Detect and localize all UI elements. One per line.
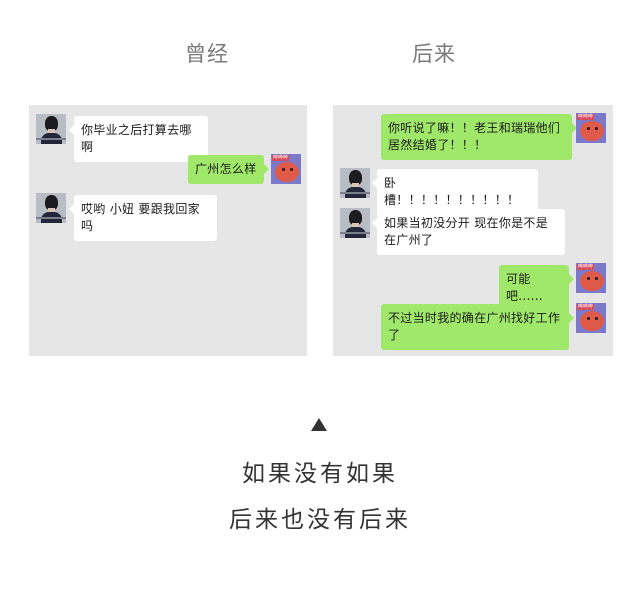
right-column-title: 后来 <box>412 42 456 66</box>
self-avatar[interactable]: 哔哔哔 <box>576 263 606 293</box>
contact-avatar[interactable] <box>340 168 370 198</box>
outgoing-message: 广州怎么样 <box>188 155 269 184</box>
right-chat-panel: 你听说了嘛！！老王和瑞瑞他们居然结婚了！！！ 哔哔哔 卧槽！！！！！！！！！！ … <box>333 105 613 356</box>
self-avatar[interactable]: 哔哔哔 <box>271 154 301 184</box>
contact-avatar[interactable] <box>36 193 66 223</box>
incoming-message: 哎哟 小妞 要跟我回家吗 <box>69 195 217 241</box>
up-arrow-icon <box>311 418 327 431</box>
outgoing-message: 你听说了嘛！！老王和瑞瑞他们居然结婚了！！！ <box>381 114 577 160</box>
caption-line-1: 如果没有如果 <box>242 461 398 487</box>
self-avatar[interactable]: 哔哔哔 <box>576 303 606 333</box>
incoming-message: 卧槽！！！！！！！！！！ <box>372 169 538 215</box>
avatar-badge-text: 哔哔哔 <box>577 264 595 270</box>
outgoing-message: 可能吧...... <box>499 265 574 311</box>
self-avatar[interactable]: 哔哔哔 <box>576 113 606 143</box>
avatar-badge-text: 哔哔哔 <box>577 304 595 310</box>
left-column-title: 曾经 <box>185 42 229 66</box>
contact-avatar[interactable] <box>36 114 66 144</box>
contact-avatar[interactable] <box>340 208 370 238</box>
avatar-badge-text: 哔哔哔 <box>272 155 290 161</box>
left-chat-panel: 你毕业之后打算去哪啊 广州怎么样 哔哔哔 哎哟 小妞 要跟我回家吗 <box>29 105 307 356</box>
caption-line-2: 后来也没有后来 <box>229 507 411 533</box>
incoming-message: 你毕业之后打算去哪啊 <box>69 116 208 162</box>
outgoing-message: 不过当时我的确在广州找好工作了 <box>381 304 574 350</box>
avatar-badge-text: 哔哔哔 <box>577 114 595 120</box>
incoming-message: 如果当初没分开 现在你是不是在广州了 <box>372 209 565 255</box>
